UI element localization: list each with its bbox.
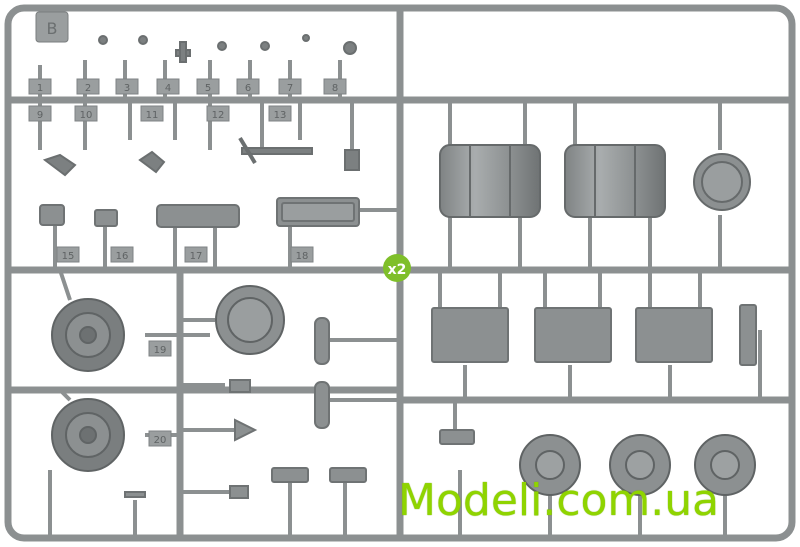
multiplier-badge-text: x2 [388,262,407,278]
part-number: 16 [116,251,129,262]
small-parts-top [42,34,360,177]
plates [431,304,757,366]
part-number: 10 [80,110,93,121]
misc-small-parts [124,317,475,499]
part-number: 11 [146,110,159,121]
part-number: 9 [37,110,43,121]
part-number: 7 [287,83,293,94]
part-tag [196,78,220,95]
sprue-letter: B [47,19,58,38]
mid-left-parts [39,197,360,228]
watermark: Modeli.com.ua [398,475,720,526]
multiplier-badge: x2 [383,254,411,282]
part-tag [278,78,302,95]
part-tag [28,78,52,95]
part-number: 13 [274,110,287,121]
part-number: 3 [124,83,130,94]
part-number: 17 [190,251,203,262]
part-tag [206,105,230,122]
part-tag [140,105,164,122]
part-number: 6 [245,83,251,94]
part-number: 12 [212,110,225,121]
part-number: 1 [37,83,43,94]
part-number: 19 [154,345,167,356]
part-number: 20 [154,435,167,446]
sprue-letter-tab: B [35,11,69,43]
part-tag [290,246,314,263]
part-tag [184,246,208,263]
part-tag [268,105,292,122]
part-tag [148,340,172,357]
part-number: 15 [62,251,75,262]
part-number: 18 [296,251,309,262]
part-tag [56,246,80,263]
part-tag [236,78,260,95]
part-tag [110,246,134,263]
part-tag [323,78,347,95]
part-tag [156,78,180,95]
part-tag [115,78,139,95]
sprocket-wheels [51,285,285,472]
part-tag [148,430,172,447]
part-tag [76,78,100,95]
part-number: 8 [332,83,338,94]
part-tag [28,105,52,122]
part-tag [74,105,98,122]
part-number: 4 [165,83,171,94]
part-number: 2 [85,83,91,94]
fuel-drums [439,144,751,218]
road-wheels [519,434,756,496]
part-number: 5 [205,83,211,94]
